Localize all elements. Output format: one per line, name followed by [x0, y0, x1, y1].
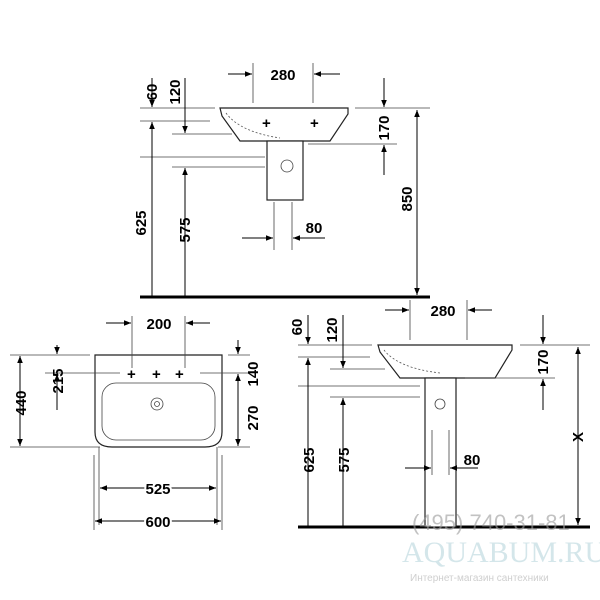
watermark-tagline: Интернет-магазин сантехники: [410, 573, 549, 584]
dim-60-2: 60: [289, 319, 306, 336]
dim-80-2: 80: [464, 452, 481, 469]
svg-text:+: +: [127, 366, 136, 383]
dim-525: 525: [145, 481, 170, 498]
dim-x: X: [570, 432, 587, 442]
pedestal: [424, 377, 457, 528]
basin-profile: [219, 107, 349, 142]
watermark-brand: AQUABUM.RU: [402, 536, 600, 569]
watermark: (495) 740-31-81 AQUABUM.RU Интернет-мага…: [402, 510, 600, 584]
basin-front: [94, 354, 223, 448]
svg-text:+: +: [152, 366, 161, 383]
dim-280-2: 280: [430, 303, 455, 320]
dim-850: 850: [399, 186, 416, 211]
dim-575-2: 575: [336, 447, 353, 472]
dim-200: 200: [146, 316, 171, 333]
dim-270: 270: [245, 405, 262, 430]
half-pedestal: [266, 140, 304, 201]
dim-170-2: 170: [535, 349, 552, 374]
dim-140: 140: [245, 361, 262, 386]
dim-60: 60: [144, 84, 161, 101]
dim-120-2: 120: [324, 317, 341, 342]
dim-575: 575: [177, 217, 194, 242]
dim-600: 600: [145, 514, 170, 531]
dim-80: 80: [306, 220, 323, 237]
svg-text:+: +: [310, 115, 319, 132]
front-view: + + + 200 215 440 140 270 525 600: [10, 316, 262, 533]
dim-440: 440: [13, 390, 30, 415]
side-view-pedestal: 280 60 120 170 X 625 575 80: [289, 300, 590, 529]
dim-625-2: 625: [301, 447, 318, 472]
svg-text:+: +: [262, 115, 271, 132]
basin-profile-2: [377, 344, 513, 379]
svg-text:+: +: [175, 366, 184, 383]
dim-280: 280: [270, 67, 295, 84]
dim-170: 170: [376, 115, 393, 140]
dim-120: 120: [167, 79, 184, 104]
watermark-phone: (495) 740-31-81: [412, 510, 570, 535]
dim-215: 215: [50, 368, 67, 393]
dim-625: 625: [133, 210, 150, 235]
side-view-wall: ++ 280 60 120 170 850 625 57: [133, 63, 430, 299]
